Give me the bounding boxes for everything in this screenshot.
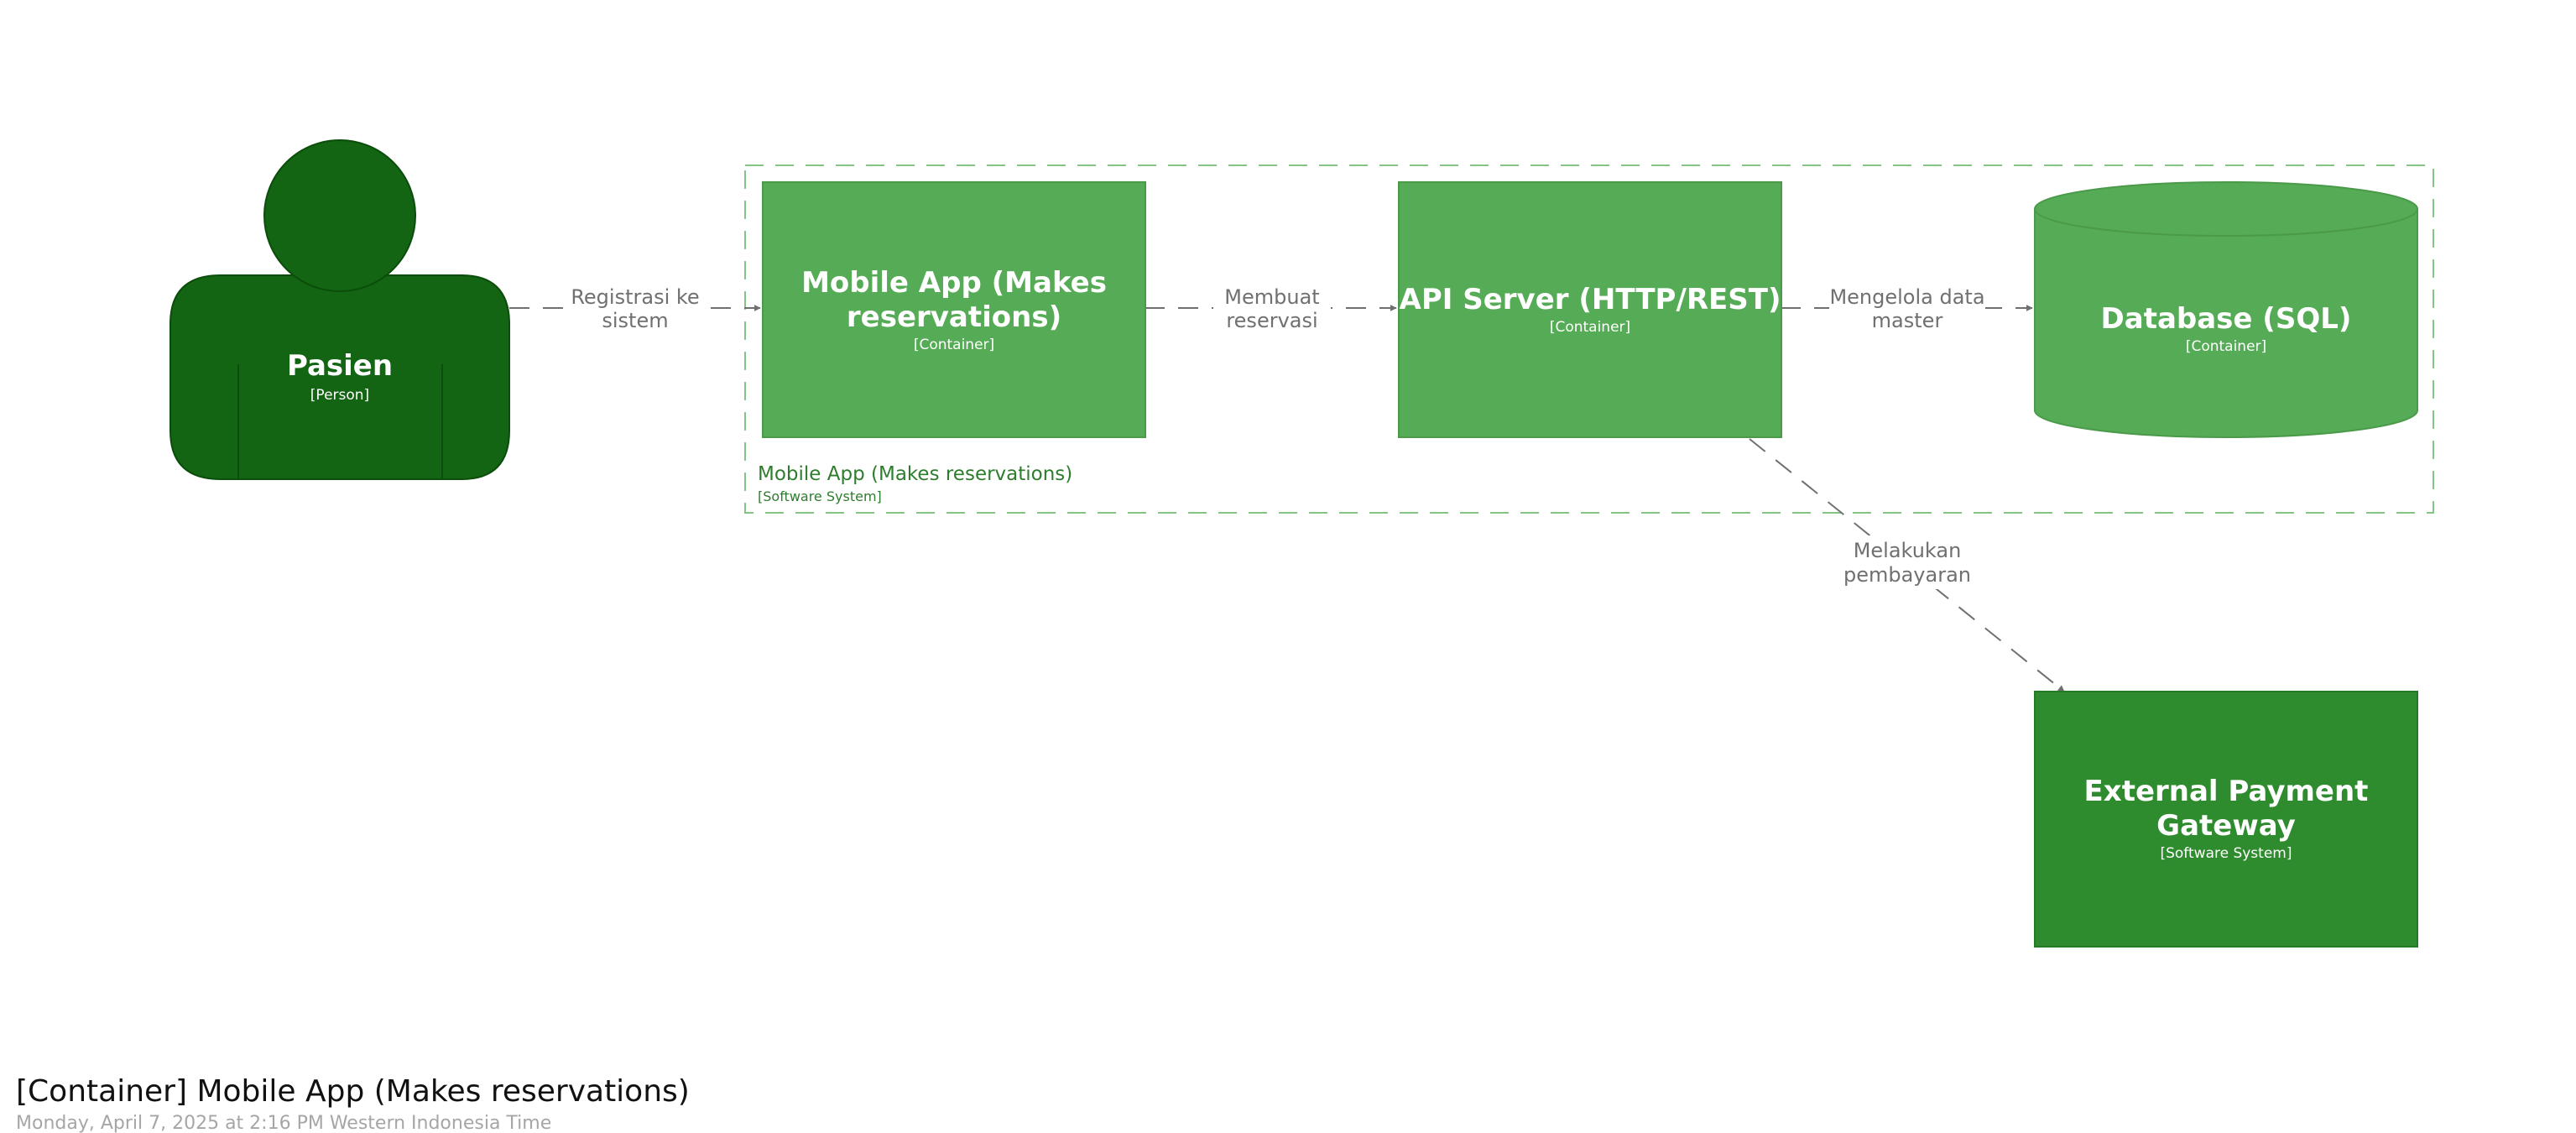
external-payment-gateway-type: [Software System]: [2160, 845, 2292, 862]
relationship-registrasi-label-line1: Registrasi ke: [571, 285, 699, 309]
software-system-boundary[interactable]: Mobile App (Makes reservations) [Softwar…: [744, 164, 2434, 514]
external-payment-gateway-title-line2: Gateway: [2156, 809, 2296, 843]
person-pasien[interactable]: Pasien [Person]: [169, 139, 510, 480]
container-mobile-app-box: [762, 181, 1146, 438]
database-cylinder-rim: [2034, 208, 2418, 237]
container-database-type: [Container]: [2186, 338, 2266, 355]
container-mobile-app[interactable]: Mobile App (Makes reservations) [Contain…: [762, 181, 1146, 438]
relationship-registrasi[interactable]: Registrasi ke sistem: [509, 282, 761, 334]
container-mobile-app-title-line2: reservations): [847, 300, 1061, 334]
person-body: [169, 274, 510, 480]
relationship-registrasi-label-line2: sistem: [602, 309, 668, 332]
relationship-mengelola-label-line1: Mengelola data: [1829, 285, 1984, 309]
relationship-registrasi-label-bg: [564, 282, 707, 334]
relationship-mengelola-label-line2: master: [1872, 309, 1943, 332]
relationship-mengelola-label-bg: [1829, 282, 1985, 334]
container-mobile-app-type: [Container]: [914, 337, 994, 353]
person-pasien-type: [Person]: [310, 387, 369, 404]
person-pasien-title: Pasien: [287, 349, 393, 383]
container-api-server-type: [Container]: [1550, 319, 1630, 336]
relationship-membuat-label-bg: [1213, 282, 1331, 334]
external-payment-gateway-title-line1: External Payment: [2084, 775, 2369, 808]
diagram-timestamp: Monday, April 7, 2025 at 2:16 PM Western…: [16, 1113, 551, 1133]
relationship-membuat-label-line2: reservasi: [1226, 309, 1317, 332]
container-api-server-title: API Server (HTTP/REST): [1400, 283, 1781, 316]
database-cylinder-body: [2034, 181, 2418, 438]
diagram-title: [Container] Mobile App (Makes reservatio…: [16, 1074, 690, 1109]
boundary-frame: [744, 164, 2434, 514]
person-head: [263, 139, 416, 292]
container-database[interactable]: Database (SQL) [Container]: [2034, 181, 2418, 438]
relationship-melakukan-label-line1: Melakukan: [1854, 539, 1962, 562]
container-database-title: Database (SQL): [2101, 302, 2352, 336]
container-api-server-box: [1398, 181, 1782, 438]
container-api-server[interactable]: API Server (HTTP/REST) [Container]: [1398, 181, 1782, 438]
relationship-membuat-label-line1: Membuat: [1224, 285, 1319, 309]
boundary-type: [Software System]: [758, 488, 882, 504]
container-mobile-app-title-line1: Mobile App (Makes: [801, 266, 1107, 300]
external-payment-gateway[interactable]: External Payment Gateway [Software Syste…: [2034, 691, 2418, 948]
boundary-title: Mobile App (Makes reservations): [758, 463, 1072, 485]
relationship-melakukan[interactable]: Melakukan pembayaran: [1749, 438, 2065, 692]
relationship-membuat[interactable]: Membuat reservasi: [1145, 282, 1397, 334]
relationship-melakukan-label-bg: [1838, 535, 1979, 589]
external-payment-gateway-box: [2034, 691, 2418, 948]
relationship-melakukan-label-line2: pembayaran: [1843, 563, 1971, 587]
relationship-mengelola[interactable]: Mengelola data master: [1781, 282, 2033, 334]
